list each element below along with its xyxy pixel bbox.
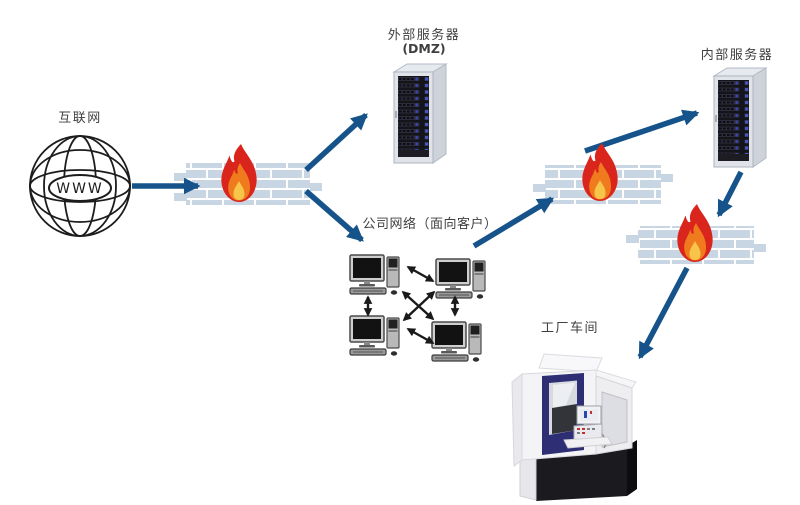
company-network-label: 公司网络（面向客户）	[362, 217, 498, 232]
flame-icon	[221, 144, 257, 202]
lan-link-cross-2	[402, 290, 436, 322]
internet-label: 互联网	[58, 111, 102, 126]
external-server-label: 外部服务器	[387, 28, 461, 43]
company-network-cluster	[349, 254, 486, 363]
workstation-icon	[431, 321, 482, 363]
lan-link-bottom	[406, 327, 435, 345]
external-server-rack-icon	[393, 63, 447, 164]
factory-label: 工厂车间	[540, 321, 599, 336]
flame-icon	[677, 204, 713, 262]
arrow-firewall3-to-factory	[637, 266, 690, 360]
workstation-icon	[349, 254, 400, 296]
cnc-machine-icon	[511, 353, 637, 501]
arrow-internal-server-to-firewall3	[716, 170, 744, 218]
globe-icon: WWW	[29, 135, 131, 237]
internal-server-rack-icon	[713, 67, 767, 168]
globe-www-text: WWW	[56, 181, 104, 197]
external-server-sublabel: (DMZ)	[402, 41, 446, 56]
workstation-icon	[435, 258, 486, 300]
arrow-firewall1-to-company-network	[304, 188, 364, 243]
arrow-company-network-to-firewall2	[472, 196, 555, 249]
arrow-firewall2-to-internal-server	[584, 109, 700, 154]
internal-server-label: 内部服务器	[700, 48, 774, 63]
arrow-firewall1-to-external-server	[304, 112, 368, 173]
lan-link-top	[406, 265, 435, 283]
workstation-icon	[349, 315, 400, 357]
